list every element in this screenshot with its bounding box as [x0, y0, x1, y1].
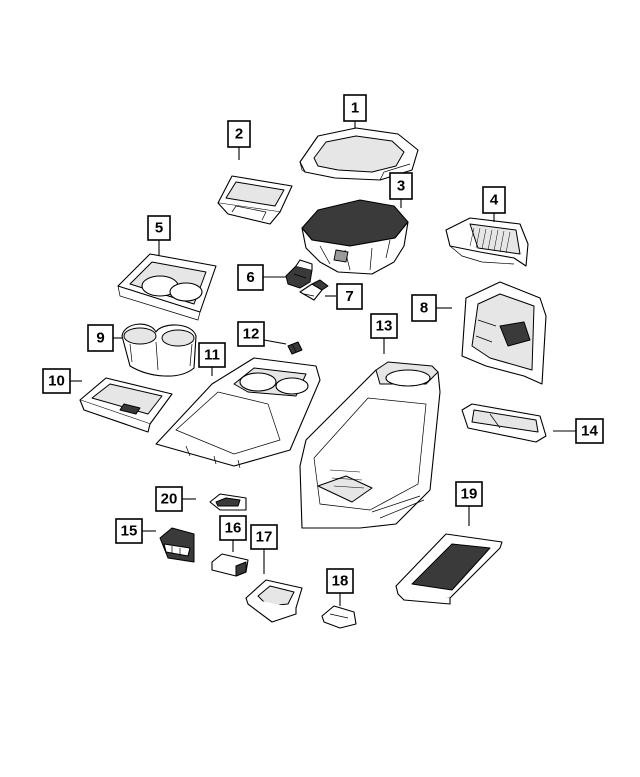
part-15-switch-module — [159, 527, 195, 563]
svg-text:3: 3 — [397, 178, 405, 195]
callout-7: 7 — [336, 283, 363, 310]
svg-text:2: 2 — [235, 126, 243, 143]
callout-10: 10 — [42, 368, 71, 394]
part-10-storage-tray — [79, 377, 173, 433]
callout-19: 19 — [455, 481, 483, 507]
part-3-armrest-lid — [301, 199, 409, 275]
svg-text:5: 5 — [155, 220, 163, 237]
leader-12 — [263, 339, 287, 345]
callout-20: 20 — [155, 486, 183, 512]
svg-text:6: 6 — [246, 269, 254, 286]
svg-text:9: 9 — [96, 330, 104, 347]
part-16-connector — [211, 553, 249, 577]
svg-text:12: 12 — [243, 326, 260, 343]
callout-8: 8 — [411, 294, 437, 322]
svg-text:14: 14 — [581, 423, 598, 440]
svg-text:10: 10 — [48, 373, 65, 390]
callout-1: 1 — [343, 94, 367, 122]
svg-text:13: 13 — [376, 318, 393, 335]
callout-4: 4 — [482, 186, 506, 214]
callout-3: 3 — [389, 172, 413, 200]
svg-text:17: 17 — [256, 529, 273, 546]
svg-text:16: 16 — [225, 520, 242, 537]
part-4-side-trim — [445, 217, 529, 267]
part-12-clip — [287, 341, 303, 355]
part-1-lid-frame — [299, 127, 419, 181]
svg-text:19: 19 — [461, 486, 478, 503]
callout-9: 9 — [87, 324, 114, 352]
callout-16: 16 — [219, 515, 247, 541]
svg-text:11: 11 — [204, 347, 220, 364]
part-17-module — [245, 579, 303, 623]
svg-text:15: 15 — [121, 523, 138, 540]
part-7-socket — [299, 279, 329, 301]
callout-13: 13 — [370, 313, 398, 339]
svg-text:20: 20 — [161, 491, 178, 508]
part-13-console-housing — [299, 361, 441, 529]
svg-text:1: 1 — [351, 100, 359, 117]
part-5-cupholder-bezel — [117, 253, 217, 321]
callout-14: 14 — [575, 418, 604, 444]
leader-lines — [70, 121, 576, 606]
callout-6: 6 — [237, 264, 264, 291]
callout-5: 5 — [147, 215, 171, 241]
part-11-console-upper — [155, 357, 321, 469]
part-9-cup-holder — [121, 323, 197, 377]
svg-text:8: 8 — [420, 300, 428, 317]
part-20-switch-bezel — [209, 493, 247, 511]
svg-text:4: 4 — [490, 192, 499, 209]
part-6-bracket — [285, 259, 313, 289]
callout-18: 18 — [326, 568, 354, 594]
svg-text:18: 18 — [332, 573, 349, 590]
part-8-rear-panel — [461, 281, 547, 385]
callout-12: 12 — [237, 321, 265, 347]
part-14-trim-strip — [461, 403, 547, 443]
part-19-console-mat — [395, 533, 503, 605]
part-2-tray — [217, 175, 293, 225]
part-18-bracket — [321, 605, 357, 629]
callout-2: 2 — [227, 120, 251, 148]
svg-text:7: 7 — [345, 288, 353, 305]
callout-17: 17 — [250, 524, 278, 550]
callout-15: 15 — [115, 518, 143, 544]
callout-11: 11 — [198, 342, 226, 368]
